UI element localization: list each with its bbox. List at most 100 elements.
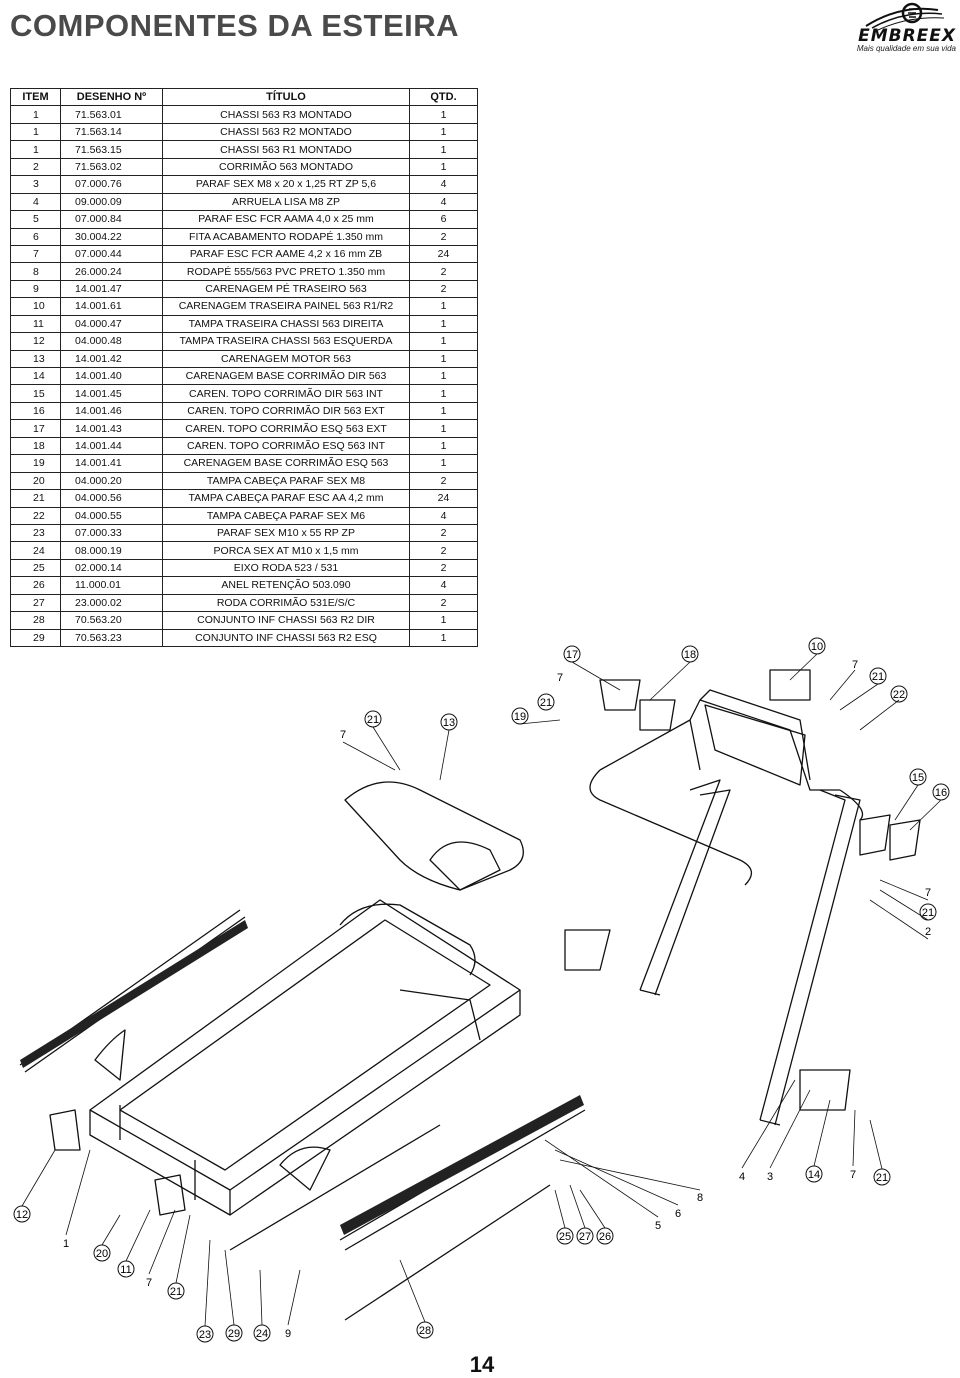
callout-label: 7 — [340, 729, 346, 741]
part-callout: 8 — [697, 1192, 703, 1204]
title-cell: CARENAGEM PÉ TRASEIRO 563 — [162, 279, 410, 299]
logo-wordmark: EMBREEX — [858, 26, 956, 46]
quantity-cell: 4 — [409, 175, 478, 194]
title-cell: RODA CORRIMÃO 531E/S/C — [162, 593, 410, 613]
callout-label: 21 — [872, 671, 884, 683]
leader-line — [569, 1184, 586, 1229]
callout-label: 13 — [443, 717, 455, 729]
drawing-number-cell: 71.563.01 — [60, 105, 163, 124]
leader-line — [125, 1209, 151, 1262]
page-title: COMPONENTES DA ESTEIRA — [10, 8, 460, 43]
part-callout: 5 — [655, 1220, 661, 1232]
callout-circle — [537, 693, 555, 711]
part-callout: 29 — [225, 1324, 243, 1342]
leader-line — [519, 719, 561, 725]
drawing-number-cell: 71.563.02 — [60, 157, 163, 177]
part-callout: 25 — [556, 1227, 574, 1245]
title-cell: CAREN. TOPO CORRIMÃO ESQ 563 EXT — [162, 419, 410, 438]
callout-label: 15 — [912, 772, 924, 784]
callout-label: 23 — [199, 1329, 211, 1341]
leader-line — [439, 729, 450, 781]
callout-label: 19 — [514, 711, 526, 723]
logo-tagline: Mais qualidade em sua vida — [856, 44, 956, 53]
motor-cover-drawing — [344, 781, 524, 891]
leader-line — [839, 683, 879, 711]
callout-label: 14 — [808, 1169, 820, 1181]
drawing-number-cell: 04.000.20 — [60, 471, 163, 491]
leader-line — [789, 653, 818, 681]
part-callout: 10 — [808, 637, 826, 655]
callout-label: 1 — [63, 1238, 69, 1250]
leader-line — [101, 1214, 121, 1246]
leader-line — [372, 726, 401, 771]
callout-label: 6 — [675, 1208, 681, 1220]
part-callout: 24 — [253, 1324, 271, 1342]
leader-line — [559, 1159, 701, 1191]
part-callout: 17 — [563, 645, 581, 663]
callout-label: 7 — [146, 1277, 152, 1289]
part-callout: 11 — [117, 1260, 135, 1278]
part-callout: 6 — [675, 1208, 681, 1220]
drawing-number-cell: 07.000.76 — [60, 175, 163, 194]
part-callout: 12 — [13, 1205, 31, 1223]
part-callout: 26 — [596, 1227, 614, 1245]
callout-label: 9 — [285, 1328, 291, 1340]
title-cell: PARAF ESC FCR AAMA 4,0 x 25 mm — [162, 210, 410, 229]
part-callout: 21 — [919, 903, 937, 921]
callout-label: 8 — [697, 1192, 703, 1204]
leader-line — [869, 899, 929, 940]
quantity-cell: 1 — [409, 157, 478, 177]
callout-label: 18 — [684, 649, 696, 661]
part-callout: 7 — [340, 729, 346, 741]
leader-line — [287, 1269, 301, 1326]
leader-line — [554, 1189, 566, 1229]
title-cell: PARAF ESC FCR AAME 4,2 x 16 mm ZB — [162, 244, 410, 264]
callout-label: 7 — [925, 887, 931, 899]
part-callout: 20 — [93, 1244, 111, 1262]
leader-line — [579, 1189, 606, 1229]
leader-line — [879, 879, 929, 901]
part-callout: 22 — [890, 685, 908, 703]
callout-label: 16 — [935, 787, 947, 799]
callout-label: 17 — [566, 649, 578, 661]
callout-label: 24 — [256, 1328, 268, 1340]
callout-label: 10 — [811, 641, 823, 653]
leader-line — [554, 1149, 679, 1206]
leader-line — [224, 1249, 235, 1326]
callout-label: 27 — [579, 1231, 591, 1243]
rubber-strips-drawing — [20, 920, 584, 1235]
callout-label: 7 — [850, 1169, 856, 1181]
part-callout: 4 — [739, 1171, 745, 1183]
callout-label: 21 — [922, 907, 934, 919]
title-cell: CHASSI 563 R1 MONTADO — [162, 140, 410, 159]
logo-swoosh-icon — [865, 2, 945, 31]
drawing-number-cell: 02.000.14 — [60, 558, 163, 578]
item-cell: 29 — [10, 628, 61, 648]
leader-line — [259, 1269, 263, 1326]
leader-line — [879, 889, 929, 921]
callout-label: 7 — [852, 659, 858, 671]
leader-line — [741, 1079, 796, 1169]
drawing-number-cell: 71.563.14 — [60, 122, 163, 142]
part-callout: 13 — [440, 713, 458, 731]
leader-line — [859, 699, 900, 731]
drawing-number-cell: 70.563.23 — [60, 628, 163, 648]
part-callout: 7 — [925, 887, 931, 899]
callout-label: 2 — [925, 926, 931, 938]
part-callout: 21 — [869, 667, 887, 685]
quantity-cell: 2 — [409, 227, 478, 246]
callout-label: 21 — [170, 1286, 182, 1298]
callout-label: 21 — [367, 714, 379, 726]
part-callout: 23 — [196, 1325, 214, 1343]
leader-line — [909, 799, 942, 831]
